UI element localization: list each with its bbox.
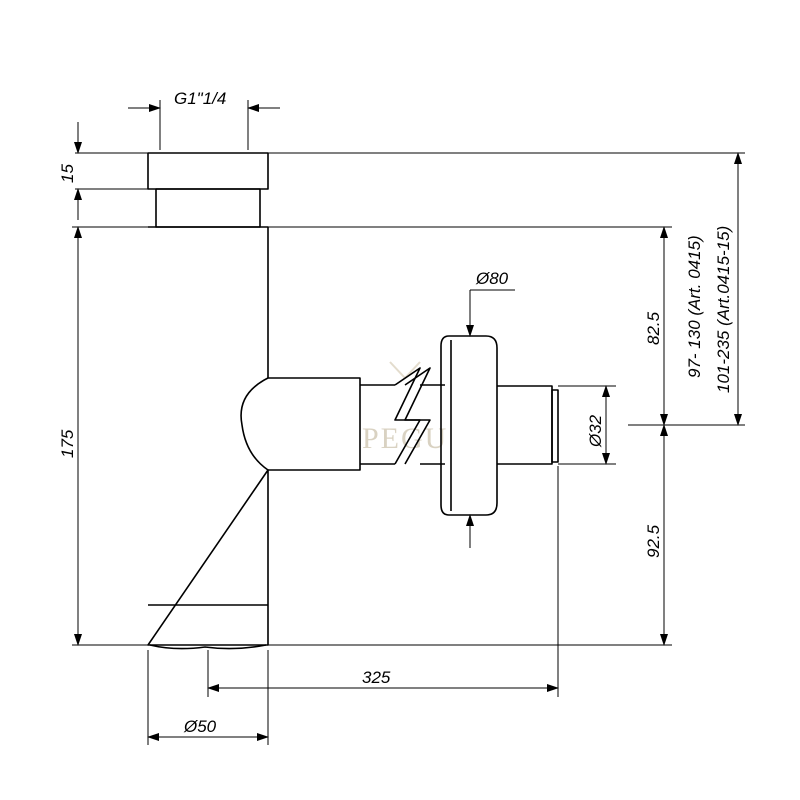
upper-offset-label: 82.5 xyxy=(644,311,663,345)
lower-offset-label: 92.5 xyxy=(644,524,663,558)
elbow-dome xyxy=(240,377,269,471)
outlet-diameter-label: Ø32 xyxy=(586,414,605,448)
bottle-trap xyxy=(147,152,559,650)
rosette-diameter-label: Ø80 xyxy=(475,269,509,288)
range-label-0415: 97- 130 (Art. 0415) xyxy=(685,235,704,378)
base-rim xyxy=(149,644,267,650)
watermark-text: PEGU xyxy=(362,422,448,455)
top-height-label: 15 xyxy=(58,164,77,183)
outlet-length-label: 325 xyxy=(362,668,391,687)
outlet-pipe-tip xyxy=(551,389,559,463)
body-height-label: 175 xyxy=(58,429,77,458)
neck xyxy=(155,188,261,228)
body-diameter-label: Ø50 xyxy=(183,717,217,736)
bottle-body xyxy=(147,226,269,646)
watermark-logo: PEGU xyxy=(362,361,448,455)
pipe-break-right xyxy=(404,367,431,465)
range-label-0415-15: 101-235 (Art.0415-15) xyxy=(714,226,733,393)
outlet-pipe-left xyxy=(360,384,395,465)
top-cap xyxy=(147,152,269,190)
outlet-pipe-end xyxy=(497,385,553,465)
outlet-sleeve xyxy=(268,377,361,471)
wall-rosette xyxy=(440,335,498,516)
thread-label: G1"1/4 xyxy=(174,89,226,108)
dimension-lines xyxy=(72,100,745,745)
pipe-break-left xyxy=(394,367,421,465)
